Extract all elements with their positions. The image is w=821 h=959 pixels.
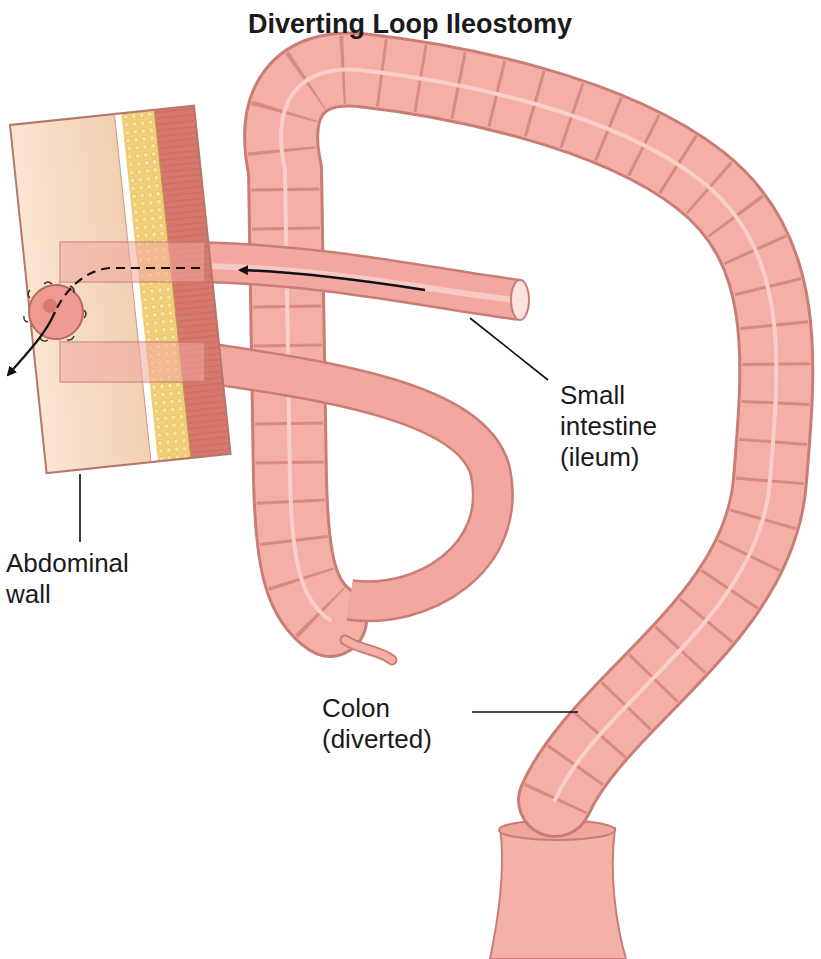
appendix-fill [345,640,392,660]
part-label: Abdominal wall [6,548,156,610]
flow-arrow-out [8,312,55,375]
part-label: Colon (diverted) [322,693,472,755]
rectum [490,828,626,959]
flow-arrow-dashed [55,268,200,312]
ileum-cut-end [511,280,529,320]
colon [281,70,776,800]
flow-arrow [240,270,425,290]
leader-line [470,318,548,380]
part-label: Small intestine (ileum) [560,380,690,474]
diagram-title: Diverting Loop Ileostomy [248,8,572,40]
stoma [24,282,86,341]
ileum [200,262,520,601]
leader-line [79,474,81,542]
appendix [345,640,392,660]
abdominal-wall [10,106,231,473]
